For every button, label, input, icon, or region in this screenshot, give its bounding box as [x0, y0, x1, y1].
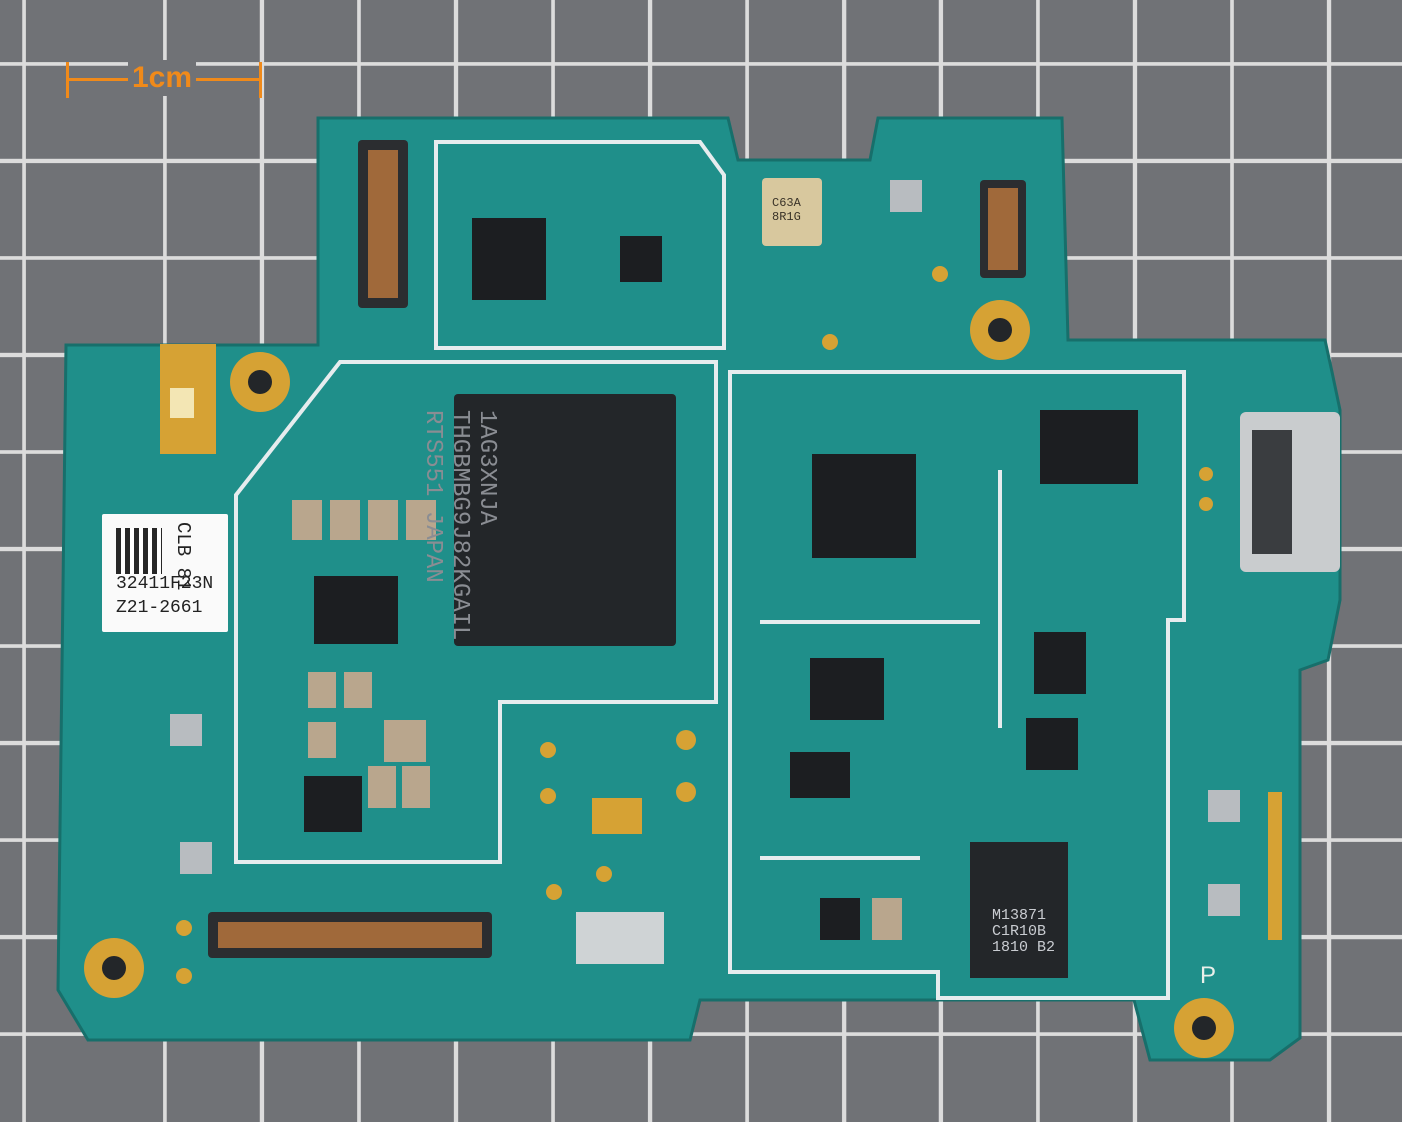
crystal [592, 798, 642, 834]
main-storage-chip [454, 394, 676, 646]
datamatrix-code [116, 528, 162, 574]
chip [472, 218, 546, 300]
test-pads [170, 180, 1240, 916]
scale-label: 1cm [128, 60, 197, 96]
component [576, 912, 664, 964]
sticker-line-2: Z21-2661 [116, 598, 203, 618]
chip [1034, 632, 1086, 694]
scale-bar: 1cm [66, 60, 262, 98]
main-chip-line-3: RTS551 JAPAN [419, 410, 446, 583]
main-chip-marking: 1AG3XNJA THGBMBG9J82KGAIL RTS551 JAPAN [419, 410, 500, 640]
antenna-contact [1268, 792, 1282, 940]
shield-left [234, 360, 718, 864]
pcb-mark: P [1200, 962, 1217, 989]
shield-top [434, 140, 726, 350]
main-chip-line-2: THGBMBG9J82KGAIL [446, 410, 473, 641]
pcb-outline [56, 116, 1342, 1062]
mic-line-1: C63A [772, 196, 801, 210]
chip [304, 776, 362, 832]
rf-chip-marking: M13871 C1R10B 1810 B2 [992, 908, 1055, 956]
rf-transceiver-chip [970, 842, 1068, 978]
chip [1026, 718, 1078, 770]
sticker-line-1: 32411F23N [116, 574, 214, 594]
chip [620, 236, 662, 282]
sticker-code: CLB 81 [172, 522, 194, 591]
microphone [762, 178, 822, 246]
gold-dots [176, 266, 1213, 984]
shield-right [728, 370, 1186, 1000]
chip [314, 576, 398, 644]
rf-chip-line-3: 1810 B2 [992, 939, 1056, 956]
serial-label-sticker: CLB 81 32411F23N Z21-2661 [102, 514, 228, 632]
rf-chip-line-1: M13871 [992, 907, 1047, 924]
mic-marking: C63A 8R1G [772, 196, 801, 224]
chip [810, 658, 884, 720]
mic-line-2: 8R1G [772, 210, 801, 224]
chip [790, 752, 850, 798]
mounting-hole [84, 300, 1234, 1058]
main-chip-line-1: 1AG3XNJA [473, 410, 500, 526]
capacitors [292, 500, 902, 940]
chip [1040, 410, 1138, 484]
rf-chip-line-2: C1R10B [992, 923, 1047, 940]
chip [812, 454, 916, 558]
chip [820, 898, 860, 940]
